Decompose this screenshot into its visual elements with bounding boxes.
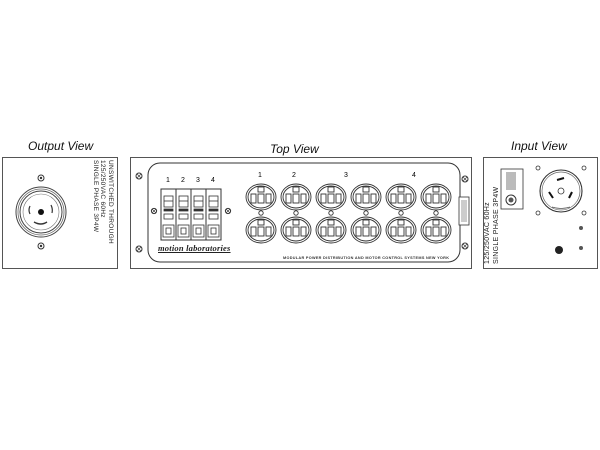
outlet-group-number: 4 <box>412 172 416 179</box>
top-view-title: Top View <box>270 142 319 156</box>
twist-lock-inlet-icon <box>539 169 583 213</box>
output-view-title: Output View <box>28 139 94 153</box>
output-panel <box>2 157 118 269</box>
output-screw-bottom-icon <box>37 242 45 250</box>
outlet-group-number: 1 <box>258 172 262 179</box>
breaker-number: 1 <box>166 177 170 184</box>
breaker-number: 3 <box>196 177 200 184</box>
breaker-number: 2 <box>181 177 185 184</box>
indicator-lights <box>555 226 583 254</box>
panel-screw-icon <box>135 172 469 253</box>
twist-lock-receptacle-icon <box>15 186 67 238</box>
outlet-group-number: 3 <box>344 172 348 179</box>
input-label-line-2: SINGLE PHASE 3P4W <box>492 186 500 264</box>
duplex-outlet-array <box>245 183 452 244</box>
brand-logo: motion laboratories <box>158 243 231 253</box>
breaker-number: 4 <box>211 177 215 184</box>
input-screw-icon <box>535 165 587 216</box>
nameplate-icon <box>500 168 524 210</box>
input-view-title: Input View <box>511 139 567 153</box>
outlet-group-number: 2 <box>292 172 296 179</box>
side-label-plate <box>458 196 470 226</box>
circuit-breaker-bank <box>160 188 222 241</box>
input-rating-label: 125/250VAC 60Hz SINGLE PHASE 3P4W <box>484 187 501 264</box>
output-screw-top-icon <box>37 174 45 182</box>
input-label-line-1: 125/250VAC 60Hz <box>484 202 491 264</box>
panel-footer-text: MODULAR POWER DISTRIBUTION AND MOTOR CON… <box>283 256 450 260</box>
